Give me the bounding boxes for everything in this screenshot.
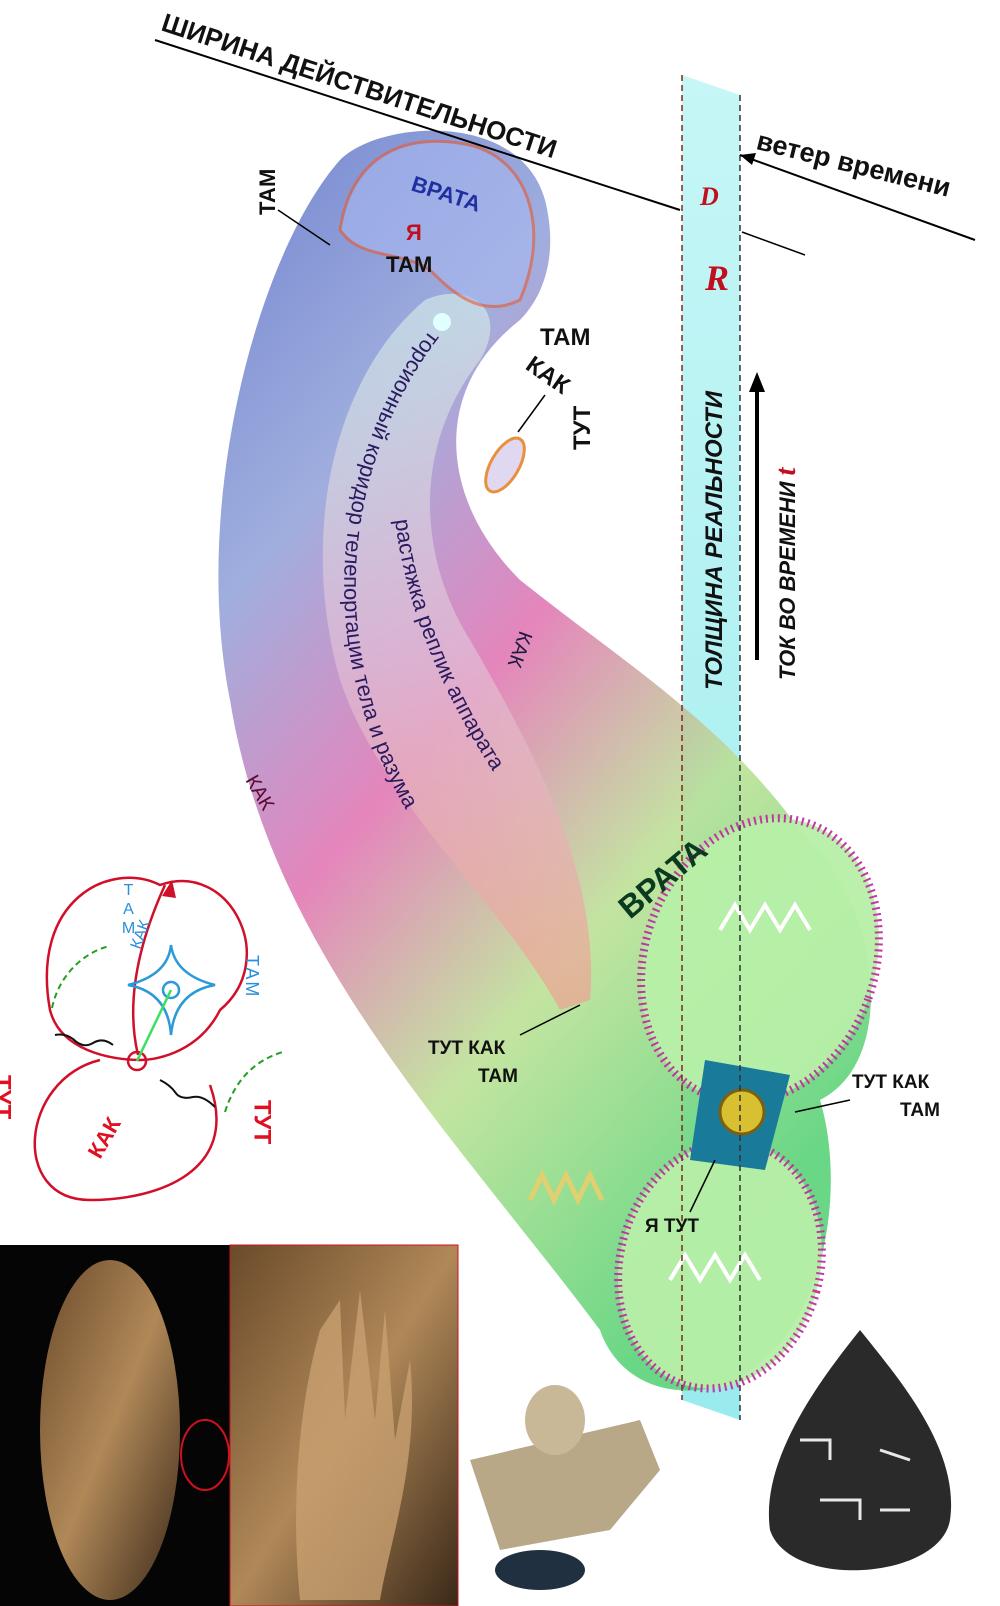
schema-tam-left-text: ТАМ <box>80 882 137 933</box>
schema-tut-right: ТУТ <box>249 1100 276 1145</box>
here-as-there-right-1: ТУТ КАК <box>852 1072 930 1093</box>
schema-green-link <box>135 989 173 1062</box>
there-as-here-pointer <box>517 394 546 433</box>
here-as-there-center-2: ТАМ <box>478 1066 518 1087</box>
d-arrow-line <box>741 231 806 256</box>
flow-in-time-label: ТОК ВО ВРЕМЕНИ t <box>771 466 802 680</box>
here-there-schema <box>33 876 248 1202</box>
torsion-corridor <box>322 293 592 1011</box>
here-as-there-center-pointer <box>519 1004 581 1036</box>
here-as-there-right-2: ТАМ <box>900 1100 940 1121</box>
wind-arrow-head <box>740 153 756 165</box>
statue-hand-highlight <box>180 1419 230 1491</box>
schema-astroid <box>127 944 216 1036</box>
time-flow-arrowhead <box>749 372 765 392</box>
i-label: Я <box>406 220 422 245</box>
schema-kak-bottom: КАК <box>83 1112 126 1162</box>
wind-of-time-label: ветер времени <box>754 126 954 203</box>
width-of-reality-label: ШИРИНА ДЕЙСТВИТЕЛЬНОСТИ <box>158 7 560 164</box>
schema-tam-left: ТАМ <box>80 882 137 933</box>
carved-stone-object <box>768 1330 952 1571</box>
schema-dashed-right <box>224 1051 284 1113</box>
statue-figure <box>40 1260 180 1600</box>
there-top-label: ТАМ <box>255 169 280 215</box>
d-symbol: D <box>699 182 719 211</box>
there-as-here-3: ТУТ <box>569 405 596 450</box>
i-here-label: Я ТУТ <box>645 1216 699 1237</box>
top-gate-rim <box>338 139 536 308</box>
hand-shape <box>296 1290 413 1600</box>
schema-dashed-left <box>51 945 111 1009</box>
glow-point <box>433 313 451 331</box>
there-pointer <box>277 209 331 246</box>
spring-wave <box>718 901 812 934</box>
there-label: ТАМ <box>386 252 432 277</box>
i-here-pointer <box>689 1159 716 1213</box>
flow-text: ТОК ВО ВРЕМЕНИ <box>775 480 800 680</box>
yellow-orb <box>718 1088 766 1136</box>
wind-arrow-line <box>739 154 976 241</box>
here-as-there-center-1: ТУТ КАК <box>428 1038 506 1059</box>
schema-arrow-head-top <box>162 880 176 898</box>
schema-center-circle <box>161 980 181 1000</box>
schema-tam-right: ТАМ <box>242 955 262 998</box>
there-as-here-2: КАК <box>521 351 575 400</box>
schema-tut-left: ТУТ <box>0 1075 16 1120</box>
schema-wavy-arrow-left <box>54 1033 114 1047</box>
schema-wavy-arrow-right <box>159 1079 216 1108</box>
here-as-there-right-pointer <box>794 1099 851 1113</box>
thickness-label: ТОЛЩИНА РЕАЛЬНОСТИ <box>701 390 728 690</box>
width-line <box>154 39 681 211</box>
r-symbol: R <box>704 258 729 298</box>
small-gate-loop <box>484 436 526 494</box>
lingam-object <box>470 1385 660 1590</box>
spring-wave <box>668 1251 762 1284</box>
there-as-here-1: ТАМ <box>540 324 590 351</box>
t-symbol: t <box>771 466 802 475</box>
spring-wave <box>527 1169 605 1206</box>
